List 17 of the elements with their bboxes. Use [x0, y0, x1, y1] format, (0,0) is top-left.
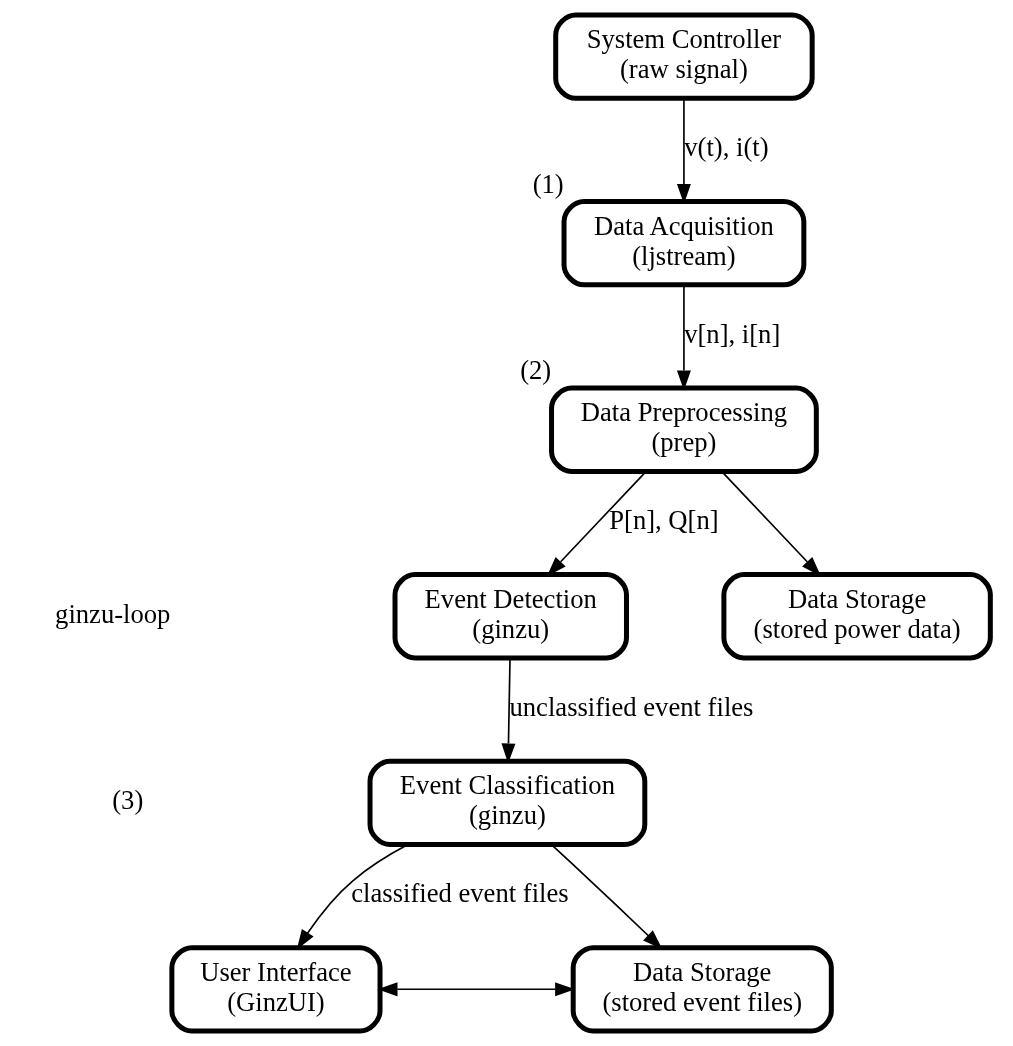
- edge-label: P[n], Q[n]: [608, 505, 719, 536]
- label: (3): [111, 785, 143, 816]
- node-box: User Interface (GinzUI): [168, 945, 382, 1034]
- node-box: Data Preprocessing (prep): [548, 385, 819, 474]
- edge-label: classified event files: [350, 878, 569, 909]
- node-box: Data Acquisition (ljstream): [561, 199, 806, 288]
- edge-label: unclassified event files: [508, 691, 753, 722]
- node-box: Data Storage (stored event files): [570, 945, 834, 1034]
- node-box: Event Classification (ginzu): [367, 758, 647, 847]
- node-box: Event Detection (ginzu): [392, 572, 629, 661]
- node-box: System Controller (raw signal): [552, 12, 815, 101]
- arrow: [676, 284, 691, 391]
- node-box: Data Storage (stored power data): [720, 572, 993, 661]
- label: ginzu-loop: [54, 598, 170, 629]
- node-label: (1): [532, 168, 564, 199]
- node-label: (2): [519, 355, 551, 386]
- arrow: [500, 657, 515, 764]
